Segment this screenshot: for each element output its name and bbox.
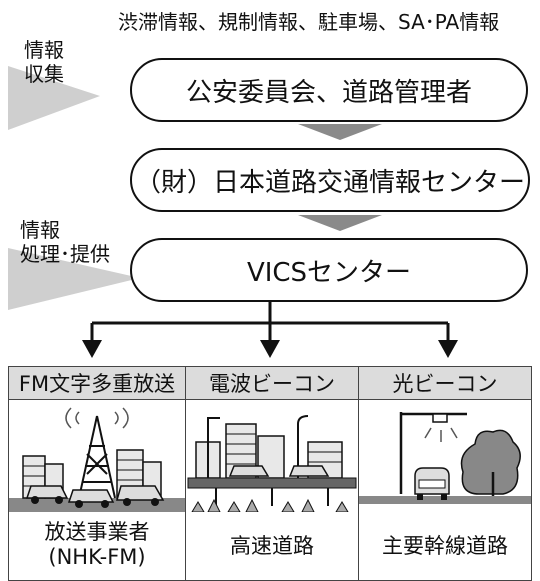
caption-optical: 主要幹線道路 — [382, 534, 508, 558]
stage-vics-center: VICSセンター — [130, 238, 528, 302]
connector-arrow-1 — [298, 124, 382, 140]
header-radio-beacon: 電波ビーコン — [185, 366, 359, 400]
distribution-arrows — [90, 300, 450, 344]
fm-broadcast-tower-city-icon — [9, 407, 185, 512]
stage-police-road-admin: 公安委員会、道路管理者 — [130, 58, 528, 122]
collect-phase-arrow — [8, 66, 100, 130]
info-types-caption: 渋滞情報、規制情報、駐車場、SA･PA情報 — [118, 10, 500, 34]
caption-fm: 放送事業者 (NHK-FM) — [44, 520, 150, 569]
arrow-head-fm — [82, 340, 102, 358]
collect-phase-label: 情報 収集 — [24, 38, 64, 86]
caption-radio: 高速道路 — [230, 534, 314, 558]
arterial-road-optical-beacon-icon — [359, 412, 531, 504]
arrow-head-optical — [438, 340, 458, 358]
stage-jartic: （財）日本道路交通情報センター — [130, 148, 530, 212]
connector-arrow-2 — [298, 215, 382, 231]
process-phase-label: 情報 処理･提供 — [20, 218, 110, 266]
process-phase-arrow — [8, 248, 140, 310]
expressway-radio-beacon-icon — [187, 415, 357, 512]
header-fm: FM文字多重放送 — [8, 366, 186, 400]
arrow-head-radio — [260, 340, 280, 358]
header-optical-beacon: 光ビーコン — [358, 366, 532, 400]
